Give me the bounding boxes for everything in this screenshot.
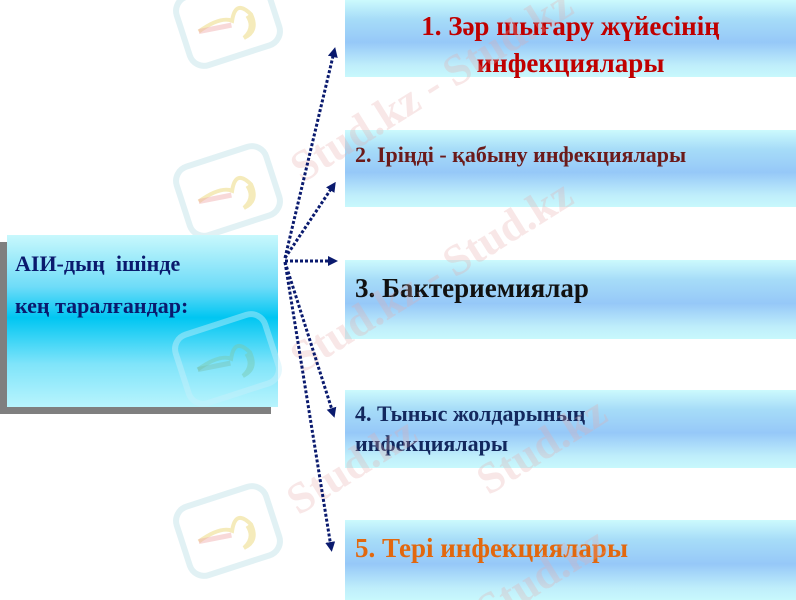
watermark-logo-icon: [167, 306, 287, 412]
infection-label-5: 5. Тері инфекциялары: [355, 533, 629, 563]
infection-label-4: 4. Тыныс жолдарының инфекциялары: [345, 390, 796, 459]
arrow-to-item-1: [283, 47, 338, 259]
infection-label-1: 1. Зәр шығару жүйесінің инфекциялары: [345, 0, 796, 82]
watermark-logo-icon: [168, 138, 288, 244]
source-box: АІИ-дың ішінде кең таралғандар:: [7, 235, 287, 412]
source-box-line-1: АІИ-дың ішінде: [15, 251, 181, 276]
arrow-to-item-4: [283, 261, 337, 418]
infection-label-1-line-1: 1. Зәр шығару жүйесінің: [421, 11, 720, 41]
infection-label-1-line-2: инфекциялары: [476, 48, 665, 78]
infection-box-2: 2. Іріңді - қабыну инфекциялары: [345, 130, 796, 207]
infection-box-3: 3. Бактериемиялар: [345, 260, 796, 339]
infection-label-3: 3. Бактериемиялар: [355, 273, 589, 303]
infection-label-4-line-1: 4. Тыныс жолдарының: [355, 401, 586, 426]
arrow-to-item-2: [283, 181, 336, 259]
infection-box-1: 1. Зәр шығару жүйесінің инфекциялары: [345, 0, 796, 78]
infection-box-5: 5. Тері инфекциялары: [345, 520, 796, 600]
watermark-logo-icon: [168, 478, 288, 584]
infection-label-4-line-2: инфекциялары: [355, 431, 509, 456]
infection-label-2: 2. Іріңді - қабыну инфекциялары: [355, 142, 687, 167]
watermark-logo-icon: [168, 0, 288, 74]
arrow-to-item-5: [283, 261, 336, 552]
source-box-line-2: кең таралғандар:: [15, 293, 189, 318]
infection-box-4: 4. Тыныс жолдарының инфекциялары: [345, 390, 796, 468]
